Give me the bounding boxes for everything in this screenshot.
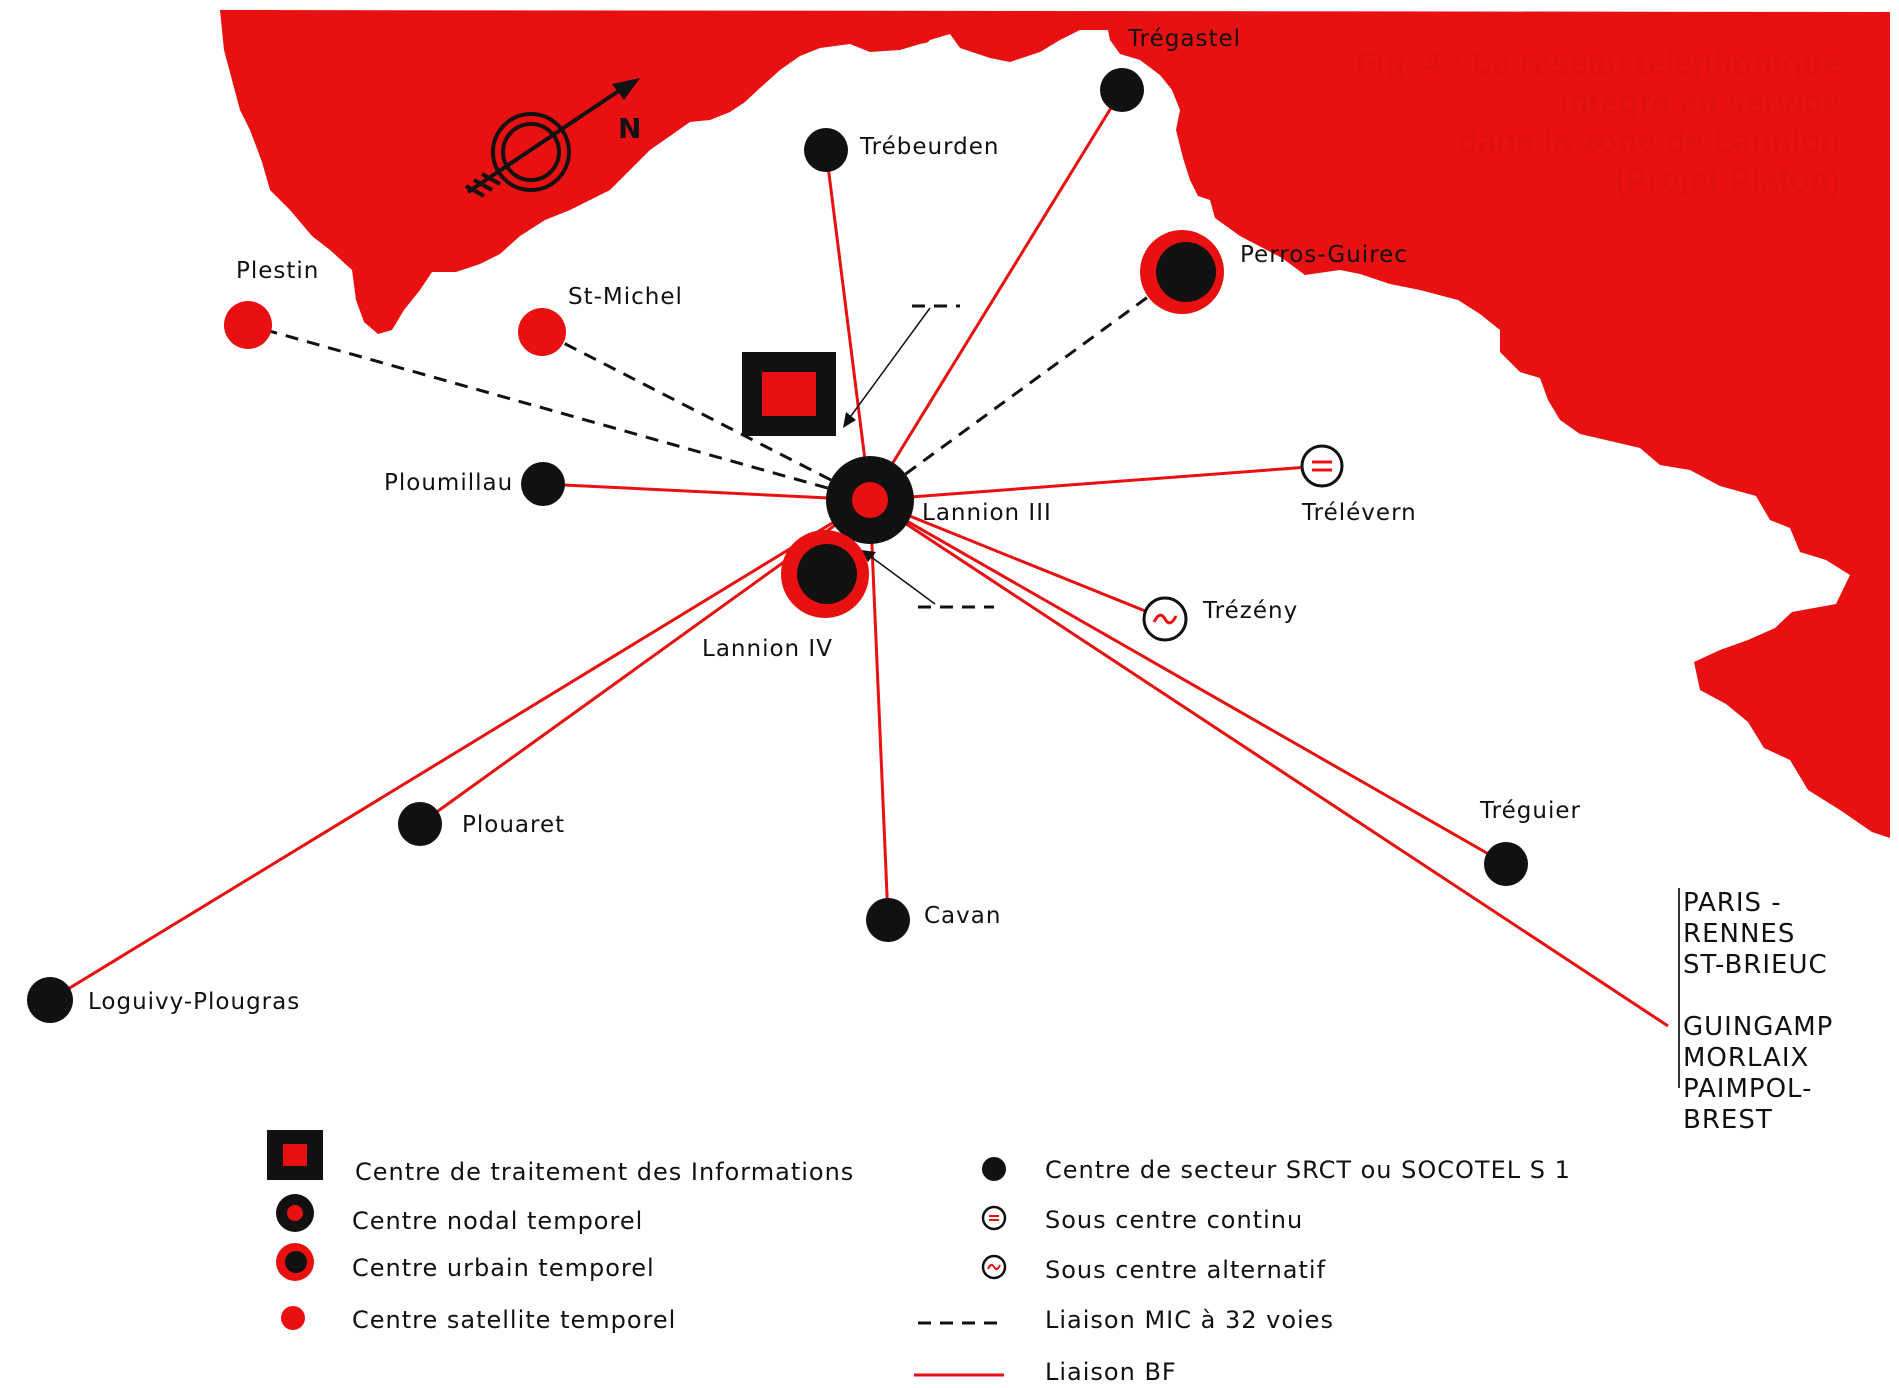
label-lannion-iii: Lannion III [922, 500, 1052, 526]
node-trebeurden [804, 128, 848, 172]
label-loguivy: Loguivy-Plougras [88, 989, 301, 1015]
link-trebeurden [824, 149, 872, 501]
legend-continuous-icon [981, 1205, 1007, 1231]
label-plestin: Plestin [236, 258, 320, 284]
dest-line-5: PAIMPOL-BREST [1683, 1074, 1813, 1135]
node-lannion-iii [826, 456, 914, 544]
node-loguivy [27, 977, 73, 1023]
legend-nodal-label: Centre nodal temporel [352, 1207, 644, 1235]
title-line-1: Fig. 4 : Le réseau téléphonique [1356, 45, 1841, 81]
legend-satellite-icon [281, 1306, 305, 1330]
legend-urban-label: Centre urbain temporel [352, 1254, 655, 1282]
destinations-bracket [1678, 888, 1688, 1088]
label-plouaret: Plouaret [462, 812, 566, 838]
label-cavan: Cavan [924, 903, 1002, 929]
callouts [843, 304, 994, 609]
label-ploumillau: Ploumillau [384, 470, 514, 496]
legend-info-center-label: Centre de traitement des Informations [355, 1158, 855, 1186]
node-trezeny [1142, 596, 1188, 642]
mic-links [247, 270, 1183, 502]
title-line-2: intégré en service [1559, 84, 1841, 120]
title-line-4: (Projet Platon) [1614, 162, 1841, 198]
link-ploumillau [542, 482, 871, 502]
nodes [27, 68, 1528, 1023]
legend-sector-icon [982, 1157, 1006, 1181]
node-plouaret [398, 802, 442, 846]
figure-title: Fig. 4 : Le réseau téléphonique intégré … [1356, 44, 1841, 200]
dest-line-2: ST-BRIEUC [1683, 950, 1828, 980]
compass-north-label: N [618, 112, 643, 145]
node-perros-guirec [1140, 230, 1224, 314]
node-cavan [866, 898, 910, 942]
link-cavan [868, 499, 890, 919]
node-st-michel [518, 308, 566, 356]
island-1 [910, 34, 960, 72]
legend-continuous-label: Sous centre continu [1045, 1206, 1304, 1234]
info-center-symbol [742, 352, 836, 436]
link-treguier [869, 498, 1507, 866]
legend-bf-label: Liaison BF [1045, 1358, 1177, 1386]
label-trezeny: Trézény [1203, 598, 1299, 624]
link-trelevern [869, 464, 1323, 502]
node-treguier [1484, 842, 1528, 886]
legend-info-center-icon [267, 1130, 323, 1180]
label-treguier: Tréguier [1480, 798, 1581, 824]
dest-line-1: PARIS - RENNES [1683, 888, 1796, 949]
legend-alternating-icon [981, 1254, 1007, 1280]
coastline-area [220, 10, 1890, 838]
node-lannion-iv [781, 530, 869, 618]
legend-satellite-label: Centre satellite temporel [352, 1306, 677, 1334]
legend-sector-label: Centre de secteur SRCT ou SOCOTEL S 1 [1045, 1156, 1571, 1184]
compass-icon [465, 78, 640, 198]
dest-line-3: GUINGAMP [1683, 1012, 1834, 1042]
label-lannion-iv: Lannion IV [702, 636, 833, 662]
label-trelevern: Trélévern [1302, 500, 1417, 526]
legend-alternating-label: Sous centre alternatif [1045, 1256, 1327, 1284]
legend-nodal-icon [276, 1194, 314, 1232]
link-destinations [869, 498, 1669, 1028]
node-tregastel [1100, 68, 1144, 112]
dest-line-4: MORLAIX [1683, 1043, 1810, 1073]
legend-urban-icon [276, 1243, 314, 1281]
label-perros-guirec: Perros-Guirec [1240, 242, 1408, 268]
label-st-michel: St-Michel [568, 284, 683, 310]
island-2 [1080, 30, 1170, 104]
legend-mic-label: Liaison MIC à 32 voies [1045, 1306, 1334, 1334]
label-trebeurden: Trébeurden [860, 134, 1000, 160]
legend-symbols [267, 1130, 1007, 1377]
label-tregastel: Trégastel [1128, 26, 1242, 52]
node-plestin [224, 301, 272, 349]
mic-st-michel [541, 330, 871, 502]
mic-plestin [247, 323, 871, 502]
node-ploumillau [521, 462, 565, 506]
destinations-list: PARIS - RENNES ST-BRIEUC GUINGAMP MORLAI… [1683, 888, 1899, 1136]
link-trezeny [869, 498, 1161, 619]
link-tregastel [868, 89, 1124, 501]
link-loguivy [49, 498, 871, 1002]
title-line-3: dans la zone de Lannion [1457, 123, 1841, 159]
node-trelevern [1300, 444, 1344, 488]
